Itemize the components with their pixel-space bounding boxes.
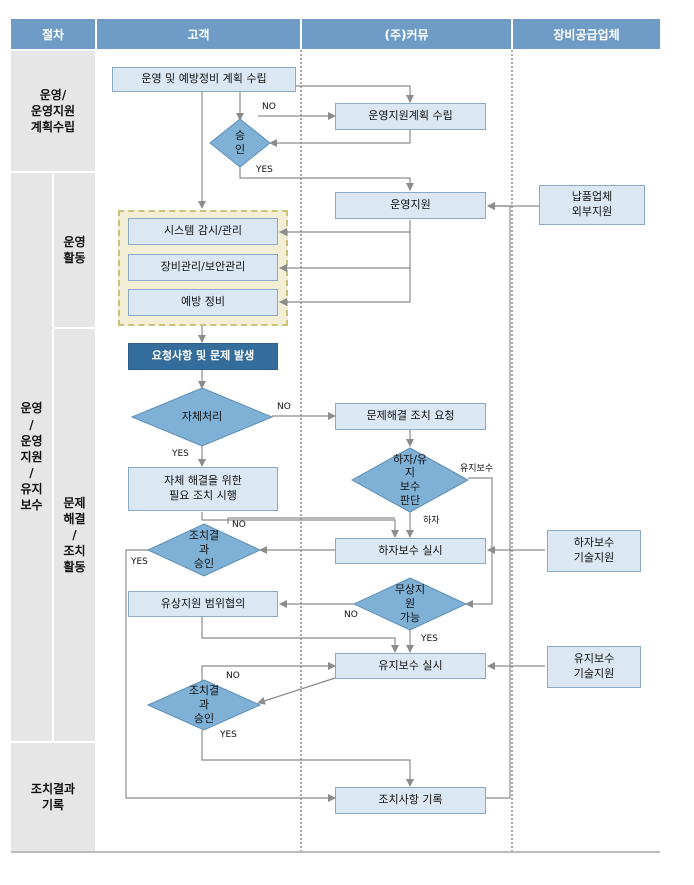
- side-activity: 운영 활동: [54, 173, 95, 327]
- header-vendor: 장비공급업체: [513, 19, 660, 49]
- box-paid-scope-label: 유상지원 범위협의: [160, 596, 246, 610]
- header-kmu: (주)커뮤: [302, 19, 511, 49]
- box-prevent: 예방 정비: [128, 289, 278, 316]
- box-plan-customer-label: 운영 및 예방정비 계획 수립: [141, 72, 267, 86]
- box-support-label: 운영지원: [390, 198, 431, 212]
- conn-support-prevent: [279, 268, 411, 306]
- conn-scope-maint: [201, 617, 399, 653]
- label-yes-approve1: YES: [131, 557, 148, 567]
- conn-support-monitor: [279, 220, 411, 236]
- box-vendor-support: 납품업체 외부지원: [539, 185, 645, 225]
- box-defect-repair: 하자보수 실시: [335, 538, 486, 564]
- diamond-action-approve2: [146, 679, 262, 731]
- diamond-action-approve1: [146, 523, 262, 577]
- box-defect-tech-label: 하자보수 기술지원: [573, 536, 615, 564]
- box-monitor-label: 시스템 감시/관리: [163, 224, 243, 238]
- label-yes-self: YES: [172, 449, 189, 459]
- box-resolve-request-label: 문제해결 조치 요청: [366, 409, 455, 423]
- box-self-action: 자체 해결을 위한 필요 조치 시행: [128, 467, 278, 511]
- box-request: 요청사항 및 문제 발생: [128, 343, 278, 370]
- label-no-paid: NO: [344, 610, 358, 620]
- label-no-approve: NO: [262, 102, 276, 112]
- side-problem-label: 문제 해결 / 조치 활동: [63, 495, 86, 575]
- box-monitor: 시스템 감시/관리: [128, 218, 278, 245]
- box-record: 조치사항 기록: [335, 787, 486, 814]
- box-prevent-label: 예방 정비: [181, 295, 225, 309]
- box-plan-customer: 운영 및 예방정비 계획 수립: [112, 67, 296, 92]
- diamond-paid-possible: [352, 577, 468, 631]
- label-yes-paid: YES: [421, 634, 438, 644]
- box-plan-kmu-label: 운영지원계획 수립: [368, 109, 453, 123]
- label-yes-approve: YES: [256, 165, 273, 175]
- conn-selfaction-repair: [201, 512, 399, 538]
- diamond-self-handle-label: 자체처리: [181, 410, 223, 424]
- conn-record-support: [486, 202, 511, 799]
- conn-kmu-approve: [269, 130, 411, 147]
- side-record-label: 조치결과 기록: [30, 781, 76, 812]
- box-maint-repair: 유지보수 실시: [335, 653, 486, 679]
- side-plan: 운영/ 운영지원 계획수립: [11, 51, 95, 171]
- label-no-self: NO: [277, 402, 291, 412]
- box-request-label: 요청사항 및 문제 발생: [151, 349, 255, 363]
- header-customer: 고객: [97, 19, 300, 49]
- side-record: 조치결과 기록: [11, 743, 95, 851]
- side-plan-label: 운영/ 운영지원 계획수립: [30, 87, 76, 135]
- box-resolve-request: 문제해결 조치 요청: [335, 403, 486, 430]
- conn-support-equip: [279, 232, 411, 272]
- box-support: 운영지원: [335, 192, 486, 219]
- box-maint-repair-label: 유지보수 실시: [378, 658, 443, 672]
- box-defect-tech: 하자보수 기술지원: [547, 530, 641, 572]
- box-self-action-label: 자체 해결을 위한 필요 조치 시행: [164, 474, 242, 502]
- box-maint-tech: 유지보수 기술지원: [547, 646, 641, 688]
- side-ops: 운영 / 운영 지원 / 유지 보수: [11, 173, 52, 741]
- label-yes-approve2: YES: [220, 730, 237, 740]
- diamond-approve: [209, 118, 271, 168]
- box-plan-kmu: 운영지원계획 수립: [335, 103, 486, 130]
- conn-judge-maint: [465, 477, 493, 608]
- box-defect-repair-label: 하자보수 실시: [378, 543, 443, 557]
- conn-approve1-no: [227, 517, 395, 524]
- diamond-self-handle: [130, 387, 274, 447]
- conn-approve1-yes: [125, 549, 336, 802]
- box-record-label: 조치사항 기록: [378, 793, 443, 807]
- diamond-approve-label: 승 인: [234, 129, 246, 156]
- side-activity-label: 운영 활동: [63, 234, 86, 265]
- conn-approve2-yes: [201, 730, 414, 787]
- box-equip: 장비관리/보안관리: [128, 254, 278, 281]
- label-maint-judge: 유지보수: [460, 464, 494, 474]
- diamond-paid-possible-label: 무상지 원 가능: [394, 583, 426, 624]
- box-maint-tech-label: 유지보수 기술지원: [573, 652, 615, 680]
- box-paid-scope: 유상지원 범위협의: [128, 591, 278, 617]
- diamond-action-approve1-label: 조치결 과 승인: [188, 529, 220, 570]
- diamond-defect-judge-label: 하자/유 지 보수 판단: [392, 452, 428, 507]
- box-equip-label: 장비관리/보안관리: [160, 260, 246, 274]
- label-no-approve2: NO: [226, 671, 240, 681]
- box-vendor-support-label: 납품업체 외부지원: [571, 190, 613, 218]
- conn-maint-approve2: [257, 677, 336, 705]
- diamond-action-approve2-label: 조치결 과 승인: [188, 684, 220, 725]
- conn-approve-yes: [239, 166, 414, 191]
- side-ops-label: 운영 / 운영 지원 / 유지 보수: [20, 401, 43, 513]
- label-no-approve1: NO: [232, 520, 246, 530]
- header-procedure: 절차: [11, 19, 95, 49]
- conn-plan-kmu: [240, 85, 414, 103]
- diamond-defect-judge: [350, 447, 470, 513]
- label-defect-judge: 하자: [423, 516, 440, 526]
- side-problem: 문제 해결 / 조치 활동: [54, 329, 95, 741]
